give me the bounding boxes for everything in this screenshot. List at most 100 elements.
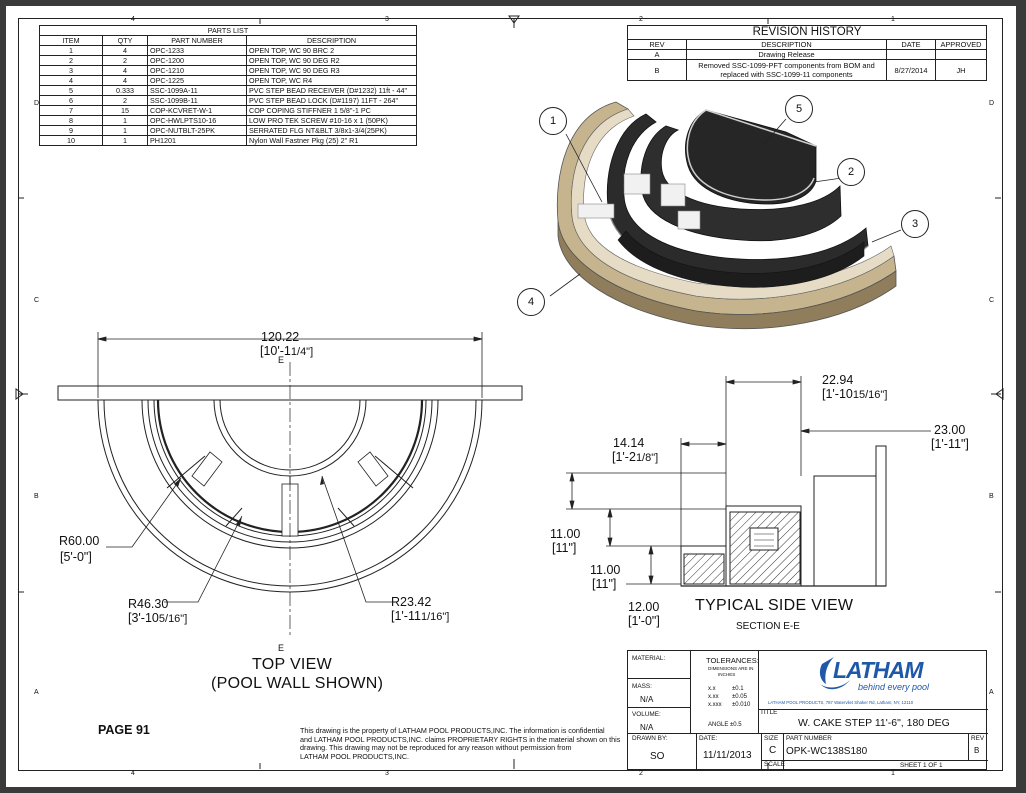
- side-view-title: TYPICAL SIDE VIEW: [695, 597, 854, 614]
- drawn-by-label: DRAWN BY:: [632, 735, 668, 742]
- parts-cell-item: 1: [39, 45, 103, 56]
- parts-cell-item: 4: [39, 75, 103, 86]
- parts-cell-qty: 15: [102, 105, 148, 116]
- parts-cell-qty: 1: [102, 125, 148, 136]
- drawing-date: 11/11/2013: [703, 750, 752, 761]
- zone-left-B: B: [34, 493, 39, 500]
- top-view-title: TOP VIEW: [252, 656, 333, 673]
- notice-line-4: LATHAM POOL PRODUCTS,INC.: [300, 751, 410, 761]
- tol-angle: ANGLE ±0.5: [708, 722, 742, 728]
- balloon-4-label: 4: [527, 296, 535, 308]
- zone-right-D: D: [989, 100, 995, 107]
- drawn-by: SO: [650, 751, 665, 762]
- parts-cell-description: Nylon Wall Fastner Pkg (25) 2" R1: [246, 135, 417, 146]
- volume-label: VOLUME:: [632, 711, 661, 718]
- rev-b-description-line2: replaced with SSC-1099-11 components: [720, 70, 853, 79]
- drawing-sheet: 4 3 2 1 4 3 2 1 D C B A D C B A PARTS LI…: [6, 6, 1016, 787]
- rev-header-date: DATE: [886, 39, 936, 50]
- section-marker-top: E: [278, 355, 285, 365]
- parts-list-title: PARTS LIST: [39, 25, 417, 36]
- notice-line-2: and LATHAM POOL PRODUCTS,INC. claims PRO…: [300, 734, 621, 744]
- side-d5-ft: [11"]: [592, 577, 617, 591]
- revision-history-table: REVISION HISTORY REV DESCRIPTION DATE AP…: [627, 25, 987, 81]
- parts-cell-part-number: OPC-1233: [147, 45, 247, 56]
- side-d3-ft: [1'-21/8"]: [612, 451, 658, 464]
- side-view-subtitle: SECTION E-E: [736, 621, 800, 632]
- material-label: MATERIAL:: [632, 655, 666, 662]
- side-view-drawing: [566, 376, 931, 587]
- page-label: PAGE 91: [98, 723, 150, 737]
- r46-ft-whole: [3'-10: [128, 611, 159, 625]
- parts-cell-description: SERRATED FLG NT&BLT 3/8x1-3/4(25PK): [246, 125, 417, 136]
- side-d3-ft-frac: 1/8"]: [635, 452, 659, 464]
- rev-label: REV: [971, 735, 985, 742]
- side-d5: 11.00: [590, 563, 621, 577]
- tol-xx-label: x.x: [708, 686, 716, 692]
- zone-right-A: A: [989, 689, 994, 696]
- parts-cell-description: OPEN TOP, WC 90 DEG R2: [246, 55, 417, 66]
- size-label: SIZE: [764, 735, 779, 742]
- parts-cell-item: 10: [39, 135, 103, 146]
- parts-cell-part-number: OPC-1210: [147, 65, 247, 76]
- r23-ft-frac: 1/16"]: [420, 611, 450, 623]
- zone-bottom-1: 1: [891, 770, 895, 777]
- parts-cell-description: LOW PRO TEK SCREW #10-16 x 1 (50PK): [246, 115, 417, 126]
- zone-left-A: A: [34, 689, 39, 696]
- part-number: OPK-WC138S180: [786, 746, 868, 757]
- tier-5-rim: [686, 109, 815, 201]
- parts-cell-qty: 0.333: [102, 85, 148, 96]
- r46-dim: R46.30: [128, 597, 169, 611]
- parts-header-item: ITEM: [39, 35, 103, 46]
- r23-ft: [1'-111/16"]: [391, 610, 449, 623]
- tolerances-title: TOLERANCES:: [706, 656, 759, 665]
- top-view-drawing: [57, 332, 523, 636]
- parts-header-qty: QTY: [102, 35, 148, 46]
- zone-left-D: D: [34, 100, 40, 107]
- balloon-3-label: 3: [911, 218, 919, 230]
- r46-ft: [3'-105/16"]: [128, 612, 187, 625]
- zone-left-C: C: [34, 297, 40, 304]
- balloon-5: 5: [785, 95, 813, 123]
- notice-line-1: This drawing is the property of LATHAM P…: [300, 726, 605, 735]
- balloon-2: 2: [837, 158, 865, 186]
- rev-header-rev: REV: [627, 39, 687, 50]
- tol-xxxx-value: ±0.010: [732, 702, 751, 708]
- side-d1-ft-frac: 15/16"]: [852, 389, 888, 401]
- parts-cell-description: OPEN TOP, WC 90 DEG R3: [246, 65, 417, 76]
- r46-ft-frac: 5/16"]: [158, 613, 188, 625]
- parts-header-description: DESCRIPTION: [246, 35, 417, 46]
- top-width-dim: 120.22: [261, 330, 300, 344]
- rev-a-approved: [935, 49, 987, 60]
- logo-tagline: behind every pool: [858, 682, 930, 692]
- balloon-1: 1: [539, 107, 567, 135]
- rev-a-description: Drawing Release: [686, 49, 887, 60]
- revision-value: B: [974, 746, 980, 755]
- parts-cell-part-number: OPC-1200: [147, 55, 247, 66]
- zone-top-4: 4: [131, 16, 135, 23]
- sheet-count: SHEET 1 OF 1: [900, 762, 943, 769]
- section-marker-bottom: E: [278, 643, 285, 653]
- parts-cell-item: 2: [39, 55, 103, 66]
- tier-3-step: [617, 230, 865, 288]
- side-d6-ft: [1'-0"]: [628, 614, 660, 628]
- side-d2-ft: [1'-11"]: [931, 437, 969, 451]
- balloon-5-label: 5: [795, 103, 803, 115]
- parts-cell-description: OPEN TOP, WC 90 BRC 2: [246, 45, 417, 56]
- title-label: TITLE: [760, 709, 778, 716]
- proprietary-notice: This drawing is the property of LATHAM P…: [300, 726, 640, 761]
- rev-b-description: Removed SSC-1099-PFT components from BOM…: [686, 59, 887, 81]
- zone-top-2: 2: [639, 16, 643, 23]
- scale-label: SCALE: [764, 761, 785, 768]
- parts-cell-item: 8: [39, 115, 103, 126]
- side-d1-ft-whole: [1'-10: [822, 387, 853, 401]
- tol-note-1: DIMENSIONS ARE IN: [708, 666, 754, 671]
- frame-ticks: [15, 15, 1004, 769]
- rev-a-rev: A: [627, 49, 687, 60]
- top-width-ft-whole: [10'-1: [260, 344, 291, 358]
- tol-xx-value: ±0.1: [732, 686, 744, 692]
- side-d4: 11.00: [550, 527, 581, 541]
- tol-xxx-value: ±0.05: [732, 694, 747, 700]
- rev-header-description: DESCRIPTION: [686, 39, 887, 50]
- parts-cell-description: OPEN TOP, WC R4: [246, 75, 417, 86]
